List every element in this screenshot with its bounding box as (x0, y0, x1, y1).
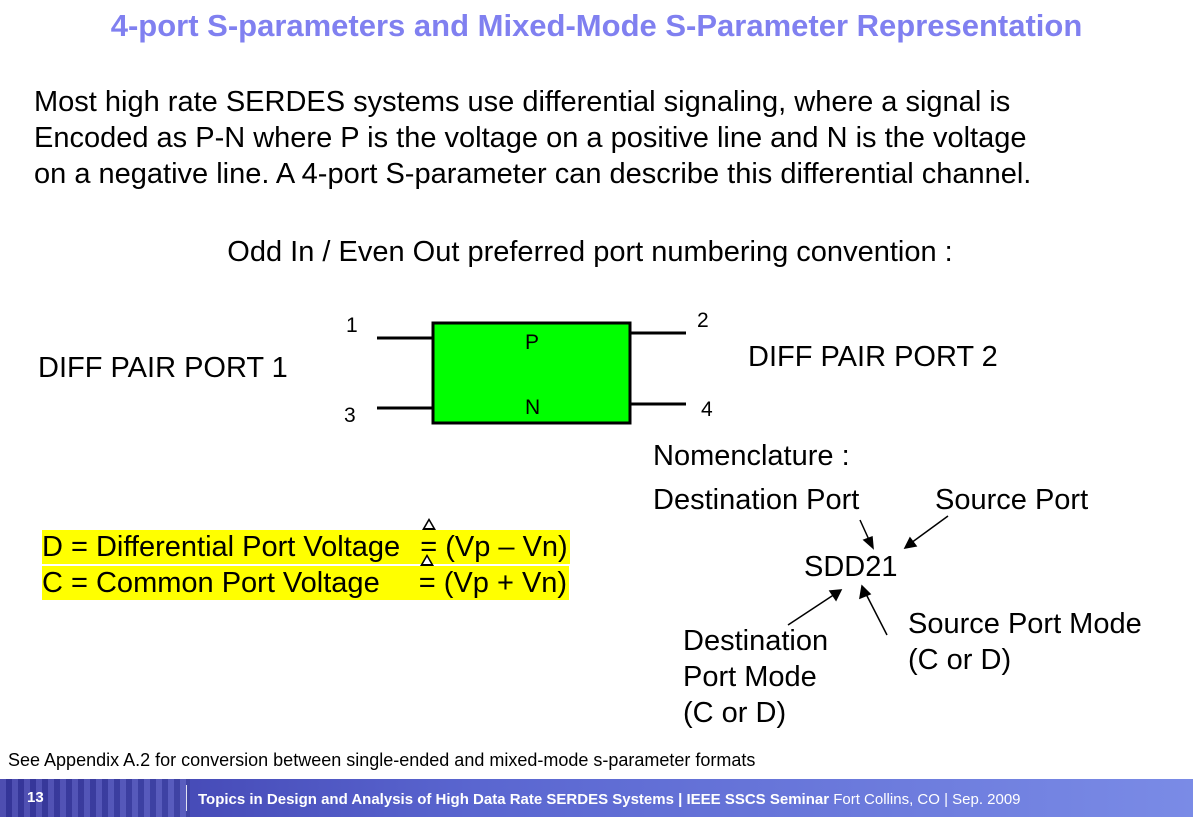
source-mode-line-2: (C or D) (908, 644, 1012, 676)
footer-location-date: Fort Collins, CO | Sep. 2009 (829, 791, 1021, 808)
def-equals-symbol: = (418, 554, 436, 599)
dest-mode-line-3: (C or D) (683, 697, 787, 729)
box-label-p: P (525, 331, 540, 354)
arrowhead-source-mode (859, 584, 872, 600)
footer-text: Topics in Design and Analysis of High Da… (198, 791, 1021, 808)
differential-voltage-definition: D = Differential Port Voltage = (Vp – Vn… (42, 518, 570, 564)
intro-line-1: Most high rate SERDES systems use differ… (34, 86, 1011, 118)
arrow-source-port (910, 515, 949, 544)
differential-definition-text: D = Differential Port Voltage (42, 531, 401, 563)
pin-label-3: 3 (344, 404, 356, 427)
diff-pair-port-1-label: DIFF PAIR PORT 1 (38, 352, 288, 384)
arrowhead-destination-mode (828, 589, 843, 602)
arrow-source-mode (865, 593, 888, 636)
pin-label-4: 4 (701, 398, 713, 421)
intro-line-2: Encoded as P-N where P is the voltage on… (34, 122, 1027, 154)
arrow-destination-mode (787, 593, 836, 626)
source-port-label: Source Port (935, 484, 1089, 516)
channel-box (431, 321, 632, 425)
diff-pair-port-2-label: DIFF PAIR PORT 2 (748, 341, 998, 373)
nomenclature-heading: Nomenclature : (653, 440, 850, 472)
pin-label-2: 2 (697, 309, 709, 332)
common-definition-value: (Vp + Vn) (443, 567, 568, 599)
differential-definition-value: (Vp – Vn) (445, 531, 568, 563)
dest-mode-line-2: Port Mode (683, 661, 817, 693)
source-mode-line-1: Source Port Mode (908, 608, 1142, 640)
arrowhead-source-port (903, 536, 918, 550)
page-number: 13 (27, 789, 44, 806)
footer-title: Topics in Design and Analysis of High Da… (198, 791, 830, 808)
dest-mode-line-1: Destination (683, 625, 829, 657)
port-numbering-convention: Odd In / Even Out preferred port numberi… (227, 236, 953, 268)
appendix-footnote: See Appendix A.2 for conversion between … (8, 750, 756, 770)
footer-decoration (0, 779, 190, 817)
slide-footer: 13 Topics in Design and Analysis of High… (0, 779, 1193, 817)
slide-title: 4-port S-parameters and Mixed-Mode S-Par… (110, 8, 1083, 43)
pin-label-1: 1 (346, 314, 358, 337)
box-label-n: N (525, 396, 541, 419)
destination-port-label: Destination Port (653, 484, 860, 516)
intro-line-3: on a negative line. A 4-port S-parameter… (34, 158, 1032, 190)
arrowhead-destination-port (862, 535, 874, 550)
common-definition-text: C = Common Port Voltage (42, 567, 380, 599)
common-voltage-definition: C = Common Port Voltage = (Vp + Vn) (42, 554, 570, 600)
footer-separator (186, 785, 187, 811)
sparam-code: SDD21 (804, 551, 898, 583)
